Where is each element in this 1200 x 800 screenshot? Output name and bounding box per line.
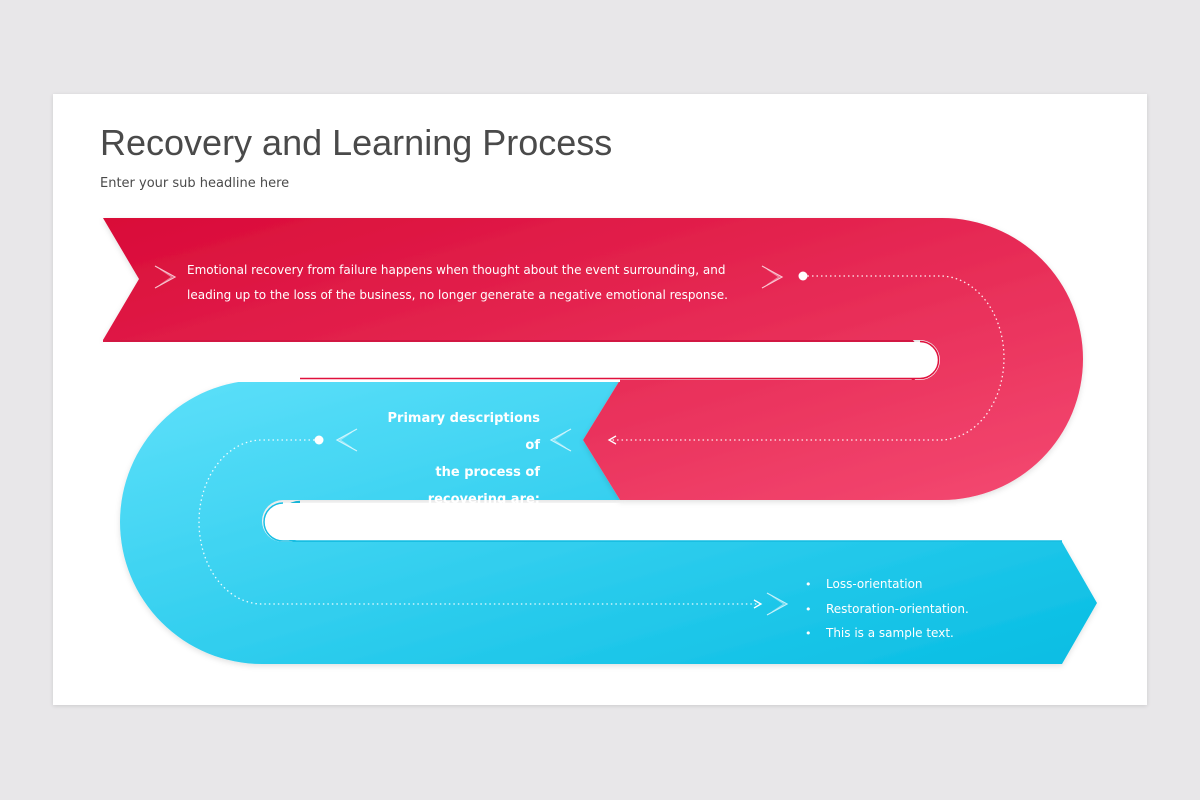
blue-inner-border xyxy=(263,502,1062,542)
bullet-icon: • xyxy=(805,602,812,616)
blue-dotted-path xyxy=(198,439,760,605)
step1-description: Emotional recovery from failure happens … xyxy=(187,263,728,302)
red-inner-border xyxy=(300,340,940,380)
list-item-text: Restoration-orientation. xyxy=(826,601,969,616)
arrowhead-icon xyxy=(753,599,763,609)
list-item: • This is a sample text. xyxy=(805,621,969,646)
blue-inner-cutout xyxy=(264,503,1062,540)
red-ribbon xyxy=(103,218,1083,500)
step2-heading-line: Primary descriptions of xyxy=(387,411,540,453)
chevron-left-icon xyxy=(549,428,572,452)
chevron-left-icon xyxy=(335,428,358,452)
page-title: Recovery and Learning Process xyxy=(100,122,613,163)
blue-ribbon xyxy=(120,380,1097,664)
list-item-text: Loss-orientation xyxy=(826,577,923,591)
red-dotted-path xyxy=(610,275,1005,441)
list-item-text: This is a sample text. xyxy=(826,626,954,640)
arrowhead-icon xyxy=(607,435,617,445)
step2-heading-line: the process of xyxy=(435,465,540,480)
step2-heading-line: recovering are: xyxy=(427,492,540,507)
chevron-right-icon xyxy=(766,592,789,616)
page-subtitle: Enter your sub headline here xyxy=(100,176,290,191)
red-inner-cutout xyxy=(103,342,938,382)
list-item: • Loss-orientation xyxy=(805,572,969,597)
chevron-right-icon xyxy=(761,265,784,289)
chevron-right-icon xyxy=(154,265,177,289)
list-item: • Restoration-orientation. xyxy=(805,597,969,622)
dot-icon xyxy=(314,435,324,445)
step2-heading: Primary descriptions of the process of r… xyxy=(370,405,540,513)
dot-icon xyxy=(798,271,808,281)
bullet-icon: • xyxy=(805,578,812,591)
bullet-icon: • xyxy=(805,627,812,640)
step2-bullet-list: • Loss-orientation • Restoration-orientati… xyxy=(805,572,969,646)
